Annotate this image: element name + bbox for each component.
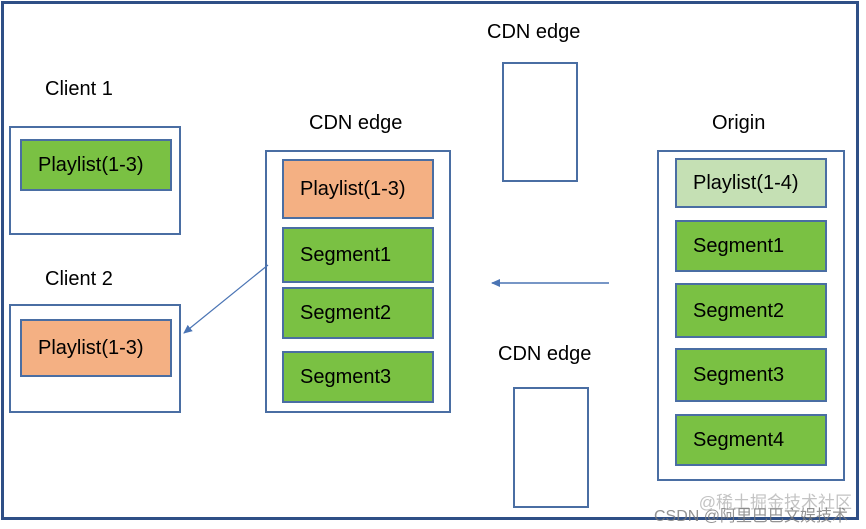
cdn-edge-label: CDN edge bbox=[309, 112, 403, 134]
cdn-edge-segment-3: Segment3 bbox=[282, 351, 434, 403]
cdn-edge-segment-2: Segment2 bbox=[282, 287, 434, 339]
client1-box: Playlist(1-3) bbox=[9, 126, 181, 235]
diagram-frame bbox=[1, 1, 859, 520]
cdn-edge-top-box bbox=[502, 62, 578, 182]
cdn-edge-bottom-label: CDN edge bbox=[498, 343, 592, 365]
watermark-csdn: CSDN @阿里巴巴文娱技术 bbox=[653, 508, 848, 525]
cdn-to-client2-arrow bbox=[183, 264, 269, 334]
client1-label: Client 1 bbox=[45, 78, 113, 100]
client2-label: Client 2 bbox=[45, 268, 113, 290]
origin-segment-3: Segment3 bbox=[675, 348, 827, 402]
origin-segment-4: Segment4 bbox=[675, 414, 827, 466]
watermark-juejin: @稀土掘金技术社区 bbox=[698, 493, 852, 512]
cdn-edge-top-label: CDN edge bbox=[487, 21, 581, 43]
cdn-edge-box: Playlist(1-3) Segment1 Segment2 Segment3 bbox=[265, 150, 451, 413]
client1-playlist: Playlist(1-3) bbox=[20, 139, 172, 191]
client2-box: Playlist(1-3) bbox=[9, 304, 181, 413]
cdn-edge-playlist: Playlist(1-3) bbox=[282, 159, 434, 219]
client2-playlist: Playlist(1-3) bbox=[20, 319, 172, 377]
origin-segment-1: Segment1 bbox=[675, 220, 827, 272]
origin-segment-2: Segment2 bbox=[675, 283, 827, 338]
cdn-edge-bottom-box bbox=[513, 387, 589, 508]
origin-label: Origin bbox=[712, 112, 766, 134]
origin-box: Playlist(1-4) Segment1 Segment2 Segment3… bbox=[657, 150, 845, 481]
cdn-edge-segment-1: Segment1 bbox=[282, 227, 434, 283]
origin-playlist: Playlist(1-4) bbox=[675, 158, 827, 208]
